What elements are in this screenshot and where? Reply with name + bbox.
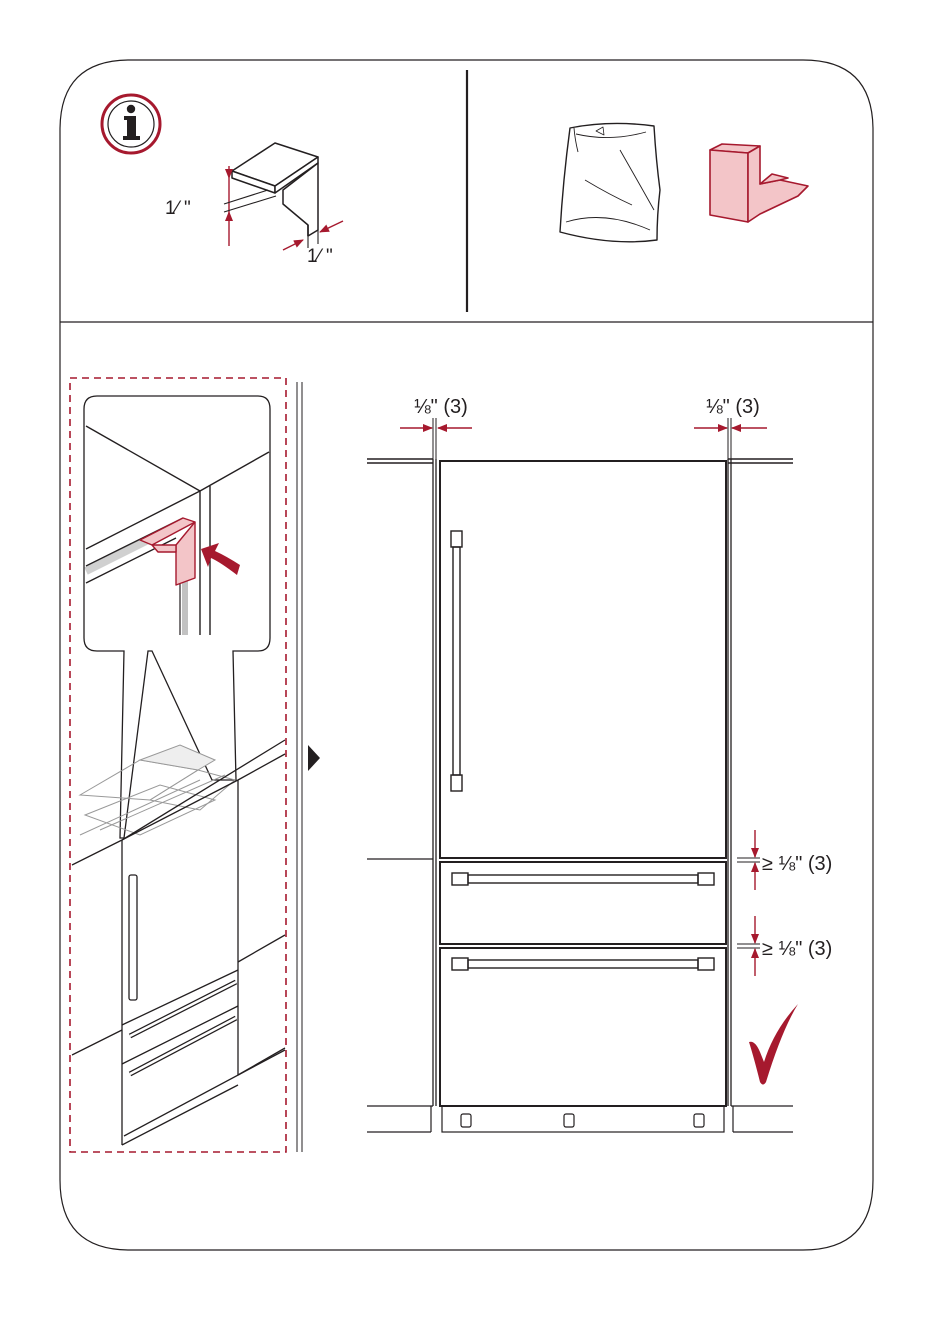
arrow-right-icon — [308, 745, 320, 771]
dimension-arrows-front — [400, 428, 767, 976]
gap-label-right: ⅛" (3) — [706, 396, 760, 418]
check-icon — [749, 1004, 798, 1085]
dim-label-vertical: 1⁄ " — [165, 198, 191, 219]
gap-label-drawer-1: ≥ ⅛" (3) — [762, 853, 832, 875]
info-icon — [102, 95, 160, 153]
gap-label-left: ⅛" (3) — [414, 396, 468, 418]
dim-label-horizontal: 1⁄ " — [307, 246, 333, 267]
bracket-illustration — [232, 143, 318, 236]
parts-bag-icon — [560, 123, 660, 241]
detail-callout — [84, 396, 270, 838]
fridge-perspective — [72, 740, 285, 1145]
gap-label-drawer-2: ≥ ⅛" (3) — [762, 938, 832, 960]
front-view — [367, 459, 793, 1132]
corner-bracket-part — [710, 144, 808, 222]
